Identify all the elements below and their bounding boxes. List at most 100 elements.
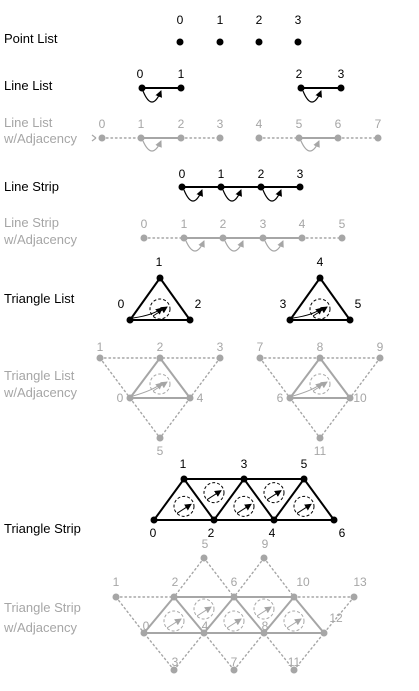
tri-list-0-vertex-1 <box>156 274 164 282</box>
tri-strip-adj-winding-2-arrow <box>226 618 242 629</box>
line-list-vertex-2 <box>297 84 305 92</box>
point-list-vertex-2 <box>255 38 263 46</box>
tri-strip-vertex-1 <box>180 475 188 483</box>
point-list-label-3: 3 <box>295 13 302 27</box>
tri-list-adj-0-winding-circle <box>149 373 171 395</box>
line-list-adj-vertex-6 <box>334 134 342 142</box>
tri-list-1-label-0: 3 <box>280 297 287 311</box>
tri-strip-adj-winding-0-arrow <box>166 618 182 629</box>
tri-strip-adj-label-13: 13 <box>353 575 367 589</box>
tri-list-0-vertex-0 <box>126 316 134 324</box>
line-strip-order-arrow-0 <box>183 189 203 202</box>
tri-list-adj-1-dotted-right <box>349 357 381 399</box>
line-list-adj-order-arrow-1 <box>300 140 320 152</box>
tri-list-0-label-2: 2 <box>195 297 202 311</box>
line-list-adj-vertex-1 <box>137 134 145 142</box>
tri-strip-diag-5 <box>303 478 335 521</box>
tri-strip-adj-label-6: 6 <box>231 575 238 589</box>
tri-strip-adj-dotted-5 <box>263 557 295 598</box>
line-list-order-arrow-1 <box>302 90 322 103</box>
line-list-adj-label-0: 0 <box>99 117 106 131</box>
tri-strip-adj-dotted-0 <box>115 596 145 634</box>
line-strip-label-3: 3 <box>297 167 304 181</box>
tri-list-0-label-0: 0 <box>118 297 125 311</box>
tri-strip-adj-diag-2 <box>203 596 235 634</box>
tri-strip-winding-2-circle <box>233 495 255 517</box>
tri-list-adj-1-edges <box>289 357 351 399</box>
line-list-vertex-3 <box>337 84 345 92</box>
tri-list-adj-1-vertex-5 <box>316 434 324 442</box>
line-list-adj-vertex-3 <box>216 134 224 142</box>
tri-strip-winding-1-arrow <box>206 490 222 501</box>
tri-strip-adj-dotted-13 <box>293 632 325 671</box>
tri-strip-adj-label-5: 5 <box>202 537 209 551</box>
label-triangle-strip-adjacency-line2: w/Adjacency <box>4 620 77 635</box>
tri-strip-label-2: 2 <box>208 526 215 540</box>
line-list-adj-label-6: 6 <box>335 117 342 131</box>
label-line-list-adjacency-line2: w/Adjacency <box>4 131 77 146</box>
tri-list-adj-1-winding-circle <box>309 373 331 395</box>
tri-strip-adj-diag-4 <box>263 596 295 634</box>
tri-strip-adj-winding-4-arrow <box>286 618 302 629</box>
label-line-list: Line List <box>4 78 53 93</box>
tri-list-adj-0-winding-sweep <box>132 382 163 397</box>
tri-strip-adj-vertex-4 <box>260 629 268 637</box>
tri-list-adj-0-winding-arrow <box>152 381 168 392</box>
tri-list-adj-1-label-2: 9 <box>377 340 384 354</box>
tri-strip-vertex-5 <box>300 475 308 483</box>
tri-strip-diag-4 <box>273 478 305 521</box>
tri-strip-adj-diag-0 <box>143 596 175 634</box>
tri-strip-adj-label-7: 7 <box>231 655 238 669</box>
tri-list-0-edges <box>129 277 191 321</box>
tri-strip-vertex-3 <box>240 475 248 483</box>
line-strip-adj-vertex-0 <box>140 234 148 242</box>
line-list-label-2: 2 <box>296 67 303 81</box>
tri-list-adj-1-vertex-4 <box>346 394 354 402</box>
line-list-vertex-0 <box>138 84 146 92</box>
tri-strip-winding-4-circle <box>293 495 315 517</box>
tri-strip-diag-3 <box>243 478 275 521</box>
tri-list-adj-0-edges <box>129 357 191 399</box>
tri-strip-adj-dotted-11 <box>233 632 265 671</box>
tri-strip-adj-winding-1-circle <box>193 598 215 620</box>
label-line-list-adjacency-line1: Line List <box>4 115 53 130</box>
tri-list-adj-0-label-5: 5 <box>157 444 164 458</box>
tri-strip-adj-dotted-2 <box>173 557 205 598</box>
line-list-adj-label-1: 1 <box>138 117 145 131</box>
line-strip-adj-order-arrow-1 <box>224 240 244 252</box>
tri-list-adj-1-dotted-left <box>259 357 291 399</box>
line-strip-adj-order-arrow-2 <box>264 240 284 252</box>
tri-strip-adj-vertex-10 <box>350 593 358 601</box>
tri-list-1-vertex-0 <box>286 316 294 324</box>
tri-strip-winding-3-circle <box>263 482 285 504</box>
line-list-order-arrow-0 <box>142 90 162 103</box>
tri-strip-adj-vertex-7 <box>112 593 120 601</box>
line-strip-label-2: 2 <box>258 167 265 181</box>
label-triangle-strip-adjacency-line1: Triangle Strip <box>4 600 81 615</box>
tri-list-adj-0-dotted-bl <box>129 397 161 439</box>
tri-strip-adj-label-11: 11 <box>288 655 301 669</box>
tri-list-0-winding-sweep <box>132 307 163 319</box>
line-list-adj-label-7: 7 <box>375 117 382 131</box>
tri-list-1-label-1: 4 <box>317 255 324 269</box>
tri-strip-adj-label-12: 12 <box>329 611 343 625</box>
tri-strip-label-1: 1 <box>180 457 187 471</box>
tri-list-adj-1-dotted-br <box>319 397 351 439</box>
line-strip-adj-order-arrow-0 <box>185 240 205 252</box>
tri-strip-winding-3-arrow <box>266 490 282 501</box>
line-strip-adj-label-2: 2 <box>220 217 227 231</box>
tri-strip-winding-4-arrow <box>296 503 312 514</box>
tri-list-0-winding-arrow <box>152 306 168 317</box>
tri-strip-diag-1 <box>183 478 215 521</box>
tri-strip-adj-vertex-3 <box>230 593 238 601</box>
label-triangle-strip: Triangle Strip <box>4 521 81 536</box>
tri-strip-winding-0-arrow <box>176 503 192 514</box>
point-list-label-0: 0 <box>177 13 184 27</box>
tri-list-adj-1-vertex-0 <box>256 354 264 362</box>
tri-strip-label-3: 3 <box>241 457 248 471</box>
point-list-label-2: 2 <box>256 13 263 27</box>
tri-strip-adj-vertex-1 <box>170 593 178 601</box>
point-list-vertex-3 <box>294 38 302 46</box>
tri-strip-adj-dotted-7 <box>323 596 355 634</box>
